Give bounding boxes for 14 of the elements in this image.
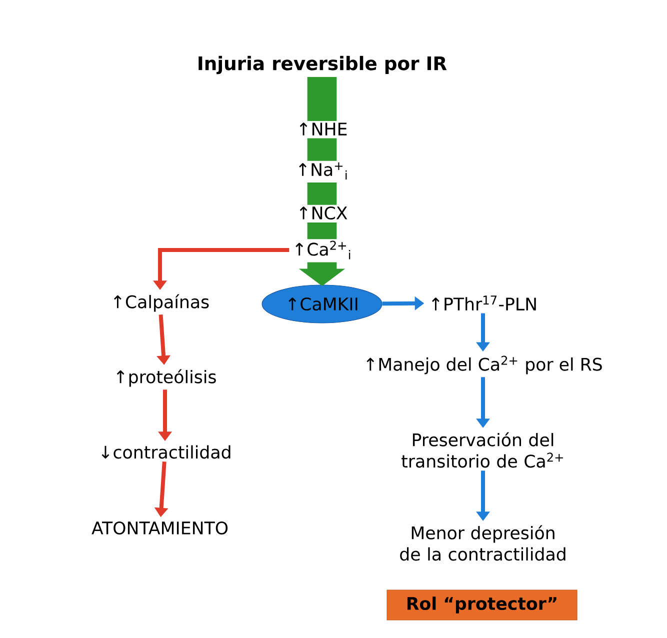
step-text: Menor depresión de la contractilidad [400, 525, 566, 561]
step-text: ↑Manejo del Ca$^{2+}$ por el RS [366, 356, 602, 374]
step-text: ↓contractilidad [102, 445, 230, 459]
step-text: ↑Ca$^{2+}$i [296, 240, 350, 260]
step-text: Preservación del transitorio de Ca$^{2+}$ [402, 432, 563, 468]
result-box: Rol “protector” [386, 590, 578, 620]
step-text: ↑Calpaínas [114, 294, 209, 312]
step-text: ↑NHE [300, 122, 347, 136]
heading-text: Injuria reversible por IR [198, 56, 447, 74]
step-text: ↑NCX [300, 206, 348, 220]
step-text: ATONTAMIENTO [92, 521, 228, 535]
step-text: ↑proteólisis [116, 369, 216, 387]
step-text: ↑Na$^{+}$i [299, 162, 347, 180]
step-text: ↑PThr$^{17}$-PLN [432, 296, 536, 310]
